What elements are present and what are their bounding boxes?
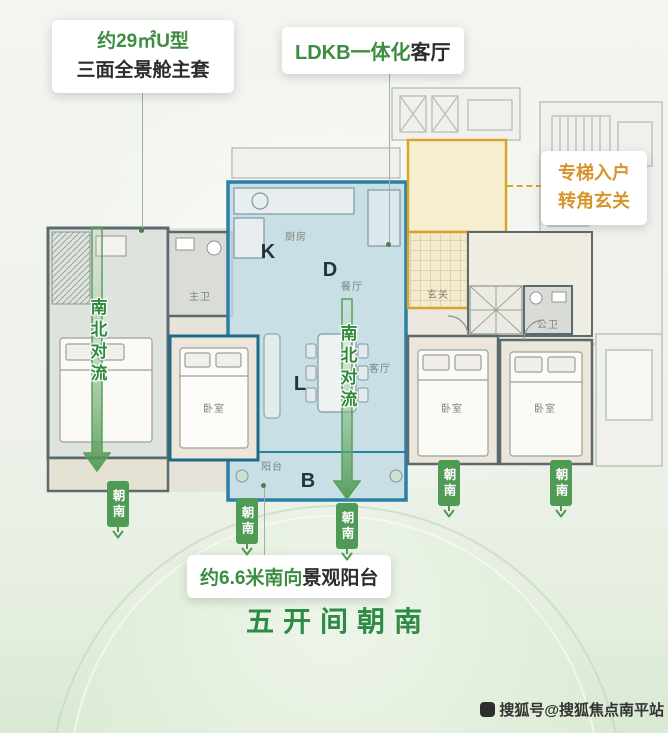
callout-master-line2: 三面全景舱主套 [76,59,210,81]
foyer-label: 玄关 [427,288,449,301]
kitchen-label: 厨房 [285,230,307,243]
callout-ldkb-highlight: LDKB一体化 [295,42,411,64]
connector-line [389,67,390,244]
west-wing [46,226,170,493]
bedroom-2-label: 卧室 [441,402,463,415]
south-badge: 朝南 [236,498,258,544]
north-south-flow-arrow: 南北对流 [333,298,361,500]
flow-arrow-label: 南北对流 [87,298,107,386]
down-arrow-icon [555,502,567,518]
balcony-letter: B [301,470,315,492]
callout-elevator-line2: 转角玄关 [558,190,630,211]
kitchen-letter: K [261,241,276,263]
balcony-label: 阳台 [261,460,283,473]
master-bedroom: 卧室 [168,334,260,462]
south-badge: 朝南 [438,460,460,506]
headline-five-bays-south: 五开间朝南 [245,606,431,637]
callout-balcony-highlight: 约6.6米南向 [200,568,303,589]
door-arcs [447,315,545,341]
foyer-zone: 玄关 [406,138,508,310]
living-letter: L [294,373,306,395]
south-badge: 朝南 [336,503,358,549]
bedroom-3-label: 卧室 [534,402,556,415]
north-south-flow-arrow: 南北对流 [83,226,111,472]
callout-ldkb-rest: 客厅 [410,42,451,64]
callout-elevator-entry: 专梯入户 转角玄关 [541,151,647,225]
master-bedroom-label: 卧室 [203,402,225,415]
callout-master-suite: 约29㎡U型 三面全景舱主套 [52,20,234,93]
callout-master-line1: 约29㎡U型 [97,31,189,52]
watermark-text: 搜狐号@搜狐焦点南平站 [499,702,664,719]
sohu-logo-icon [480,702,496,717]
east-rooms: 公卫 卧室 卧室 [406,231,594,466]
public-bath-label: 公卫 [537,320,559,331]
living-label: 客厅 [369,362,391,375]
connector-dot [386,242,391,247]
callout-balcony-rest: 景观阳台 [302,568,379,589]
flow-arrow-label: 南北对流 [337,324,357,412]
dining-letter: D [323,259,337,281]
callout-south-balcony: 约6.6米南向景观阳台 [187,555,392,598]
down-arrow-icon [443,502,455,518]
south-badge: 朝南 [107,481,129,527]
connector-dashed-line [507,185,542,187]
master-bath-label: 主卫 [189,291,211,303]
connector-line [142,82,143,230]
callout-ldkb: LDKB一体化客厅 [282,27,464,74]
flow-arrow-icon [333,298,361,500]
dining-label: 餐厅 [341,280,363,293]
connector-dot [261,483,266,488]
down-arrow-icon [341,545,353,561]
south-badge: 朝南 [550,460,572,506]
down-arrow-icon [112,523,124,539]
down-arrow-icon [241,540,253,556]
master-bathroom: 主卫 [166,230,234,318]
connector-dot [139,228,144,233]
connector-line [264,487,265,556]
flow-arrow-icon [83,226,111,472]
watermark: 搜狐号@搜狐焦点南平站 [480,699,664,720]
callout-elevator-line1: 专梯入户 [558,163,630,183]
